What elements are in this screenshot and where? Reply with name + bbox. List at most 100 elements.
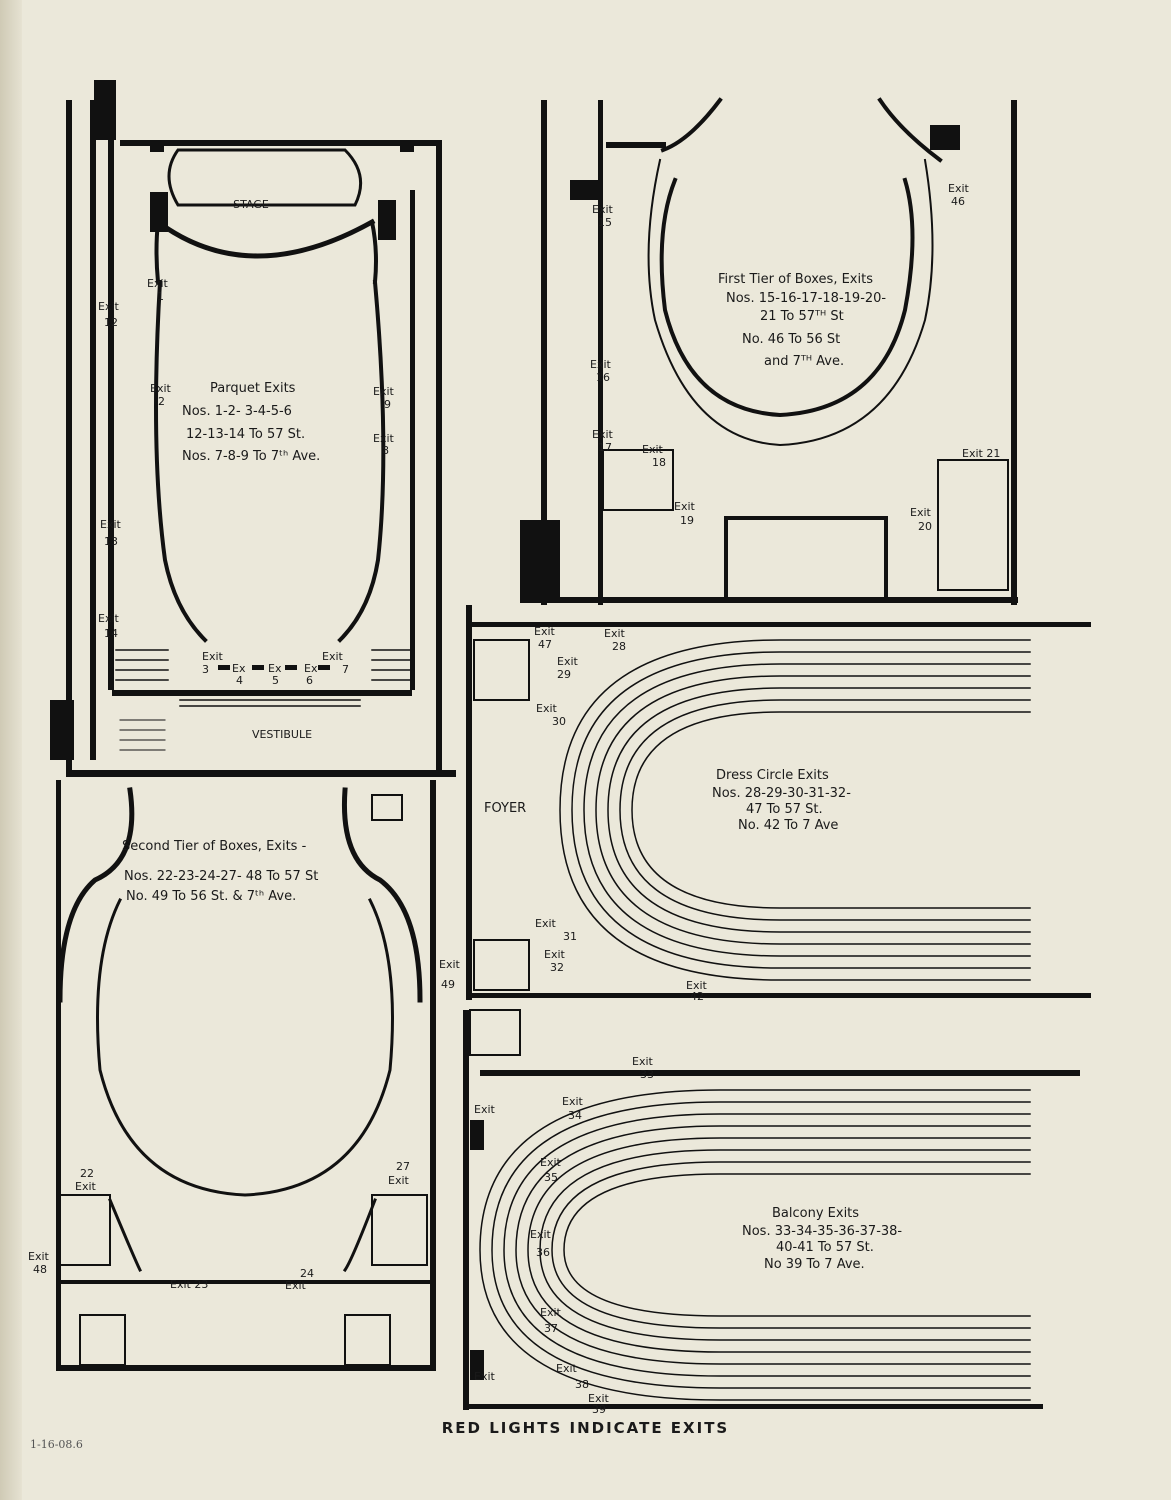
- exit-2-number: 2: [158, 395, 165, 408]
- exit-42-label: Exit: [686, 979, 708, 992]
- binding-edge: [0, 0, 22, 1500]
- balcony-title: Balcony Exits: [772, 1206, 859, 1221]
- margin-note: 1-16-08.6: [30, 1438, 83, 1451]
- exit-32-number: 32: [550, 961, 564, 974]
- dress-circle-plan: [466, 605, 1091, 1000]
- exit-1-label: Exit: [147, 277, 169, 290]
- balcony-plan: [463, 1009, 1080, 1410]
- exit-15-number: 15: [598, 216, 612, 229]
- parquet-plan: [50, 80, 456, 777]
- exit-38-number: 38: [575, 1378, 589, 1391]
- parquet-vestibule-label: VESTIBULE: [252, 728, 312, 741]
- exit-34-number: 34: [568, 1109, 582, 1122]
- first-tier-line-5: and 7ᵀᴴ Ave.: [764, 354, 844, 369]
- exit-24-number: 24: [300, 1267, 314, 1280]
- exit-49-number: 49: [441, 978, 455, 991]
- exit-1-number: 1: [157, 290, 164, 303]
- exit-37-label: Exit: [540, 1306, 562, 1319]
- exit-7-label: Exit: [322, 650, 344, 663]
- exit-29-label: Exit: [557, 655, 579, 668]
- first-tier-line-1: First Tier of Boxes, Exits: [718, 272, 873, 287]
- exit-20-label: Exit: [910, 506, 932, 519]
- exit-19-label: Exit: [674, 500, 696, 513]
- exit-29-number: 29: [557, 668, 571, 681]
- exit-balcony-top-label: Exit: [474, 1103, 496, 1116]
- exit-36-number: 36: [536, 1246, 550, 1259]
- exit-39-number: 39: [592, 1403, 606, 1416]
- first-tier-line-4: No. 46 To 56 St: [742, 332, 840, 347]
- exit-28-label: Exit: [604, 627, 626, 640]
- page-caption: RED LIGHTS INDICATE EXITS: [441, 1419, 730, 1437]
- exit-35-label: Exit: [540, 1156, 562, 1169]
- exit-47-number: 47: [538, 638, 552, 651]
- exit-13-label: Exit: [100, 518, 122, 531]
- exit-18-label: Exit: [642, 443, 664, 456]
- second-tier-line-1: Second Tier of Boxes, Exits -: [122, 839, 307, 854]
- exit-49-label: Exit: [439, 958, 461, 971]
- exit-3-number: 3: [202, 663, 209, 676]
- exit-32-label: Exit: [544, 948, 566, 961]
- exit-46-label: Exit: [948, 182, 970, 195]
- exit-42-number: 42: [690, 990, 704, 1003]
- exit-23-label: Exit 23: [170, 1278, 208, 1291]
- exit-27-label: Exit: [388, 1174, 410, 1187]
- balcony-line-2: 40-41 To 57 St.: [776, 1240, 874, 1255]
- exit-9-number: 9: [384, 398, 391, 411]
- dress-circle-line-1: Nos. 28-29-30-31-32-: [712, 786, 851, 801]
- exit-5-number: 5: [272, 674, 279, 687]
- parquet-line-1: Nos. 1-2- 3-4-5-6: [182, 404, 292, 419]
- exit-48-number: 48: [33, 1263, 47, 1276]
- exit-14-label: Exit: [98, 612, 120, 625]
- exit-14-number: 14: [104, 627, 118, 640]
- exit-16-label: Exit: [590, 358, 612, 371]
- exit-17-label: Exit: [592, 428, 614, 441]
- exit-39-label: Exit: [588, 1392, 610, 1405]
- parquet-line-3: Nos. 7-8-9 To 7ᵗʰ Ave.: [182, 449, 320, 464]
- exit-30-number: 30: [552, 715, 566, 728]
- exit-30-label: Exit: [536, 702, 558, 715]
- exit-28-number: 28: [612, 640, 626, 653]
- dress-circle-foyer: FOYER: [484, 801, 526, 816]
- exit-37-number: 37: [544, 1322, 558, 1335]
- exit-18-number: 18: [652, 456, 666, 469]
- parquet-title: Parquet Exits: [210, 381, 296, 396]
- dress-circle-line-2: 47 To 57 St.: [746, 802, 823, 817]
- exit-24-label: Exit: [285, 1279, 307, 1292]
- exit-47-label: Exit: [534, 625, 556, 638]
- exit-46-number: 46: [951, 195, 965, 208]
- exit-5-label: Ex: [268, 662, 282, 675]
- exit-33-number: 33: [640, 1068, 654, 1081]
- exit-balcony-bottom-label: Exit: [474, 1370, 496, 1383]
- second-tier-plan: [56, 780, 436, 1371]
- second-tier-line-2: Nos. 22-23-24-27- 48 To 57 St: [124, 869, 318, 884]
- exit-27-number: 27: [396, 1160, 410, 1173]
- exit-16-number: 16: [596, 371, 610, 384]
- exit-8-number: 8: [382, 444, 389, 457]
- exit-19-number: 19: [680, 514, 694, 527]
- exit-2-label: Exit: [150, 382, 172, 395]
- exit-20-number: 20: [918, 520, 932, 533]
- exit-13-number: 13: [104, 535, 118, 548]
- exit-3-label: Exit: [202, 650, 224, 663]
- exit-4-label: Ex: [232, 662, 246, 675]
- first-tier-plan: [520, 97, 1018, 605]
- exit-17-number: 17: [598, 441, 612, 454]
- exit-12-number: 12: [104, 316, 118, 329]
- exit-7-number: 7: [342, 663, 349, 676]
- first-tier-line-3: 21 To 57ᵀᴴ St: [760, 309, 844, 324]
- exit-8-label: Exit: [373, 432, 395, 445]
- dress-circle-title: Dress Circle Exits: [716, 768, 829, 783]
- exit-33-label: Exit: [632, 1055, 654, 1068]
- exit-22-number: 22: [80, 1167, 94, 1180]
- exit-34-label: Exit: [562, 1095, 584, 1108]
- exit-6-number: 6: [306, 674, 313, 687]
- first-tier-line-2: Nos. 15-16-17-18-19-20-: [726, 291, 886, 306]
- balcony-line-1: Nos. 33-34-35-36-37-38-: [742, 1224, 902, 1239]
- exit-6-label: Ex: [304, 662, 318, 675]
- dress-circle-line-3: No. 42 To 7 Ave: [738, 818, 838, 833]
- exit-4-number: 4: [236, 674, 243, 687]
- exit-21-label: Exit 21: [962, 447, 1000, 460]
- parquet-line-2: 12-13-14 To 57 St.: [186, 427, 305, 442]
